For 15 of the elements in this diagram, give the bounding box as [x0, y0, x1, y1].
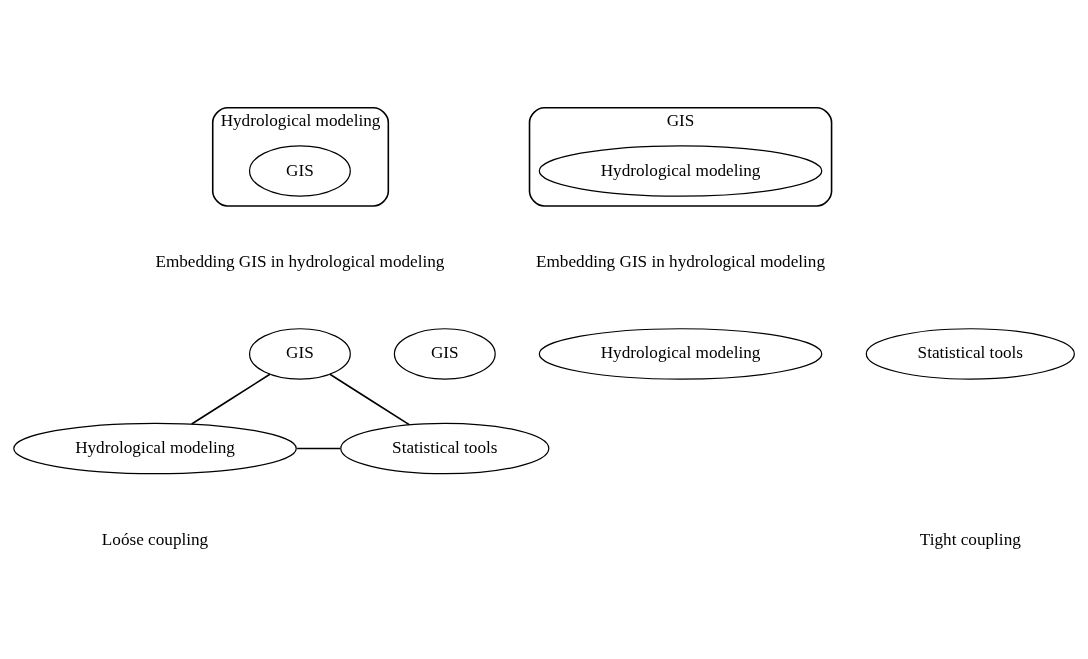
label: Embedding GIS in hydrological modeling: [155, 251, 445, 271]
label: Tight coupling: [919, 529, 1021, 549]
node-ellipse: GIS: [248, 144, 351, 197]
connector: [190, 372, 271, 425]
node-ellipse: GIS: [248, 327, 351, 380]
connector: [329, 372, 410, 425]
node-ellipse: Hydrological modeling: [538, 144, 823, 197]
node-ellipse: GIS: [393, 327, 496, 380]
node-ellipse: Hydrological modeling: [13, 422, 297, 474]
node-ellipse: Statistical tools: [340, 422, 550, 474]
label: Loóse coupling: [101, 529, 209, 549]
node-ellipse: Statistical tools: [865, 327, 1075, 380]
node-ellipse: Hydrological modeling: [538, 327, 823, 380]
label: Embedding GIS in hydrological modeling: [536, 251, 826, 271]
connector: [296, 447, 342, 449]
